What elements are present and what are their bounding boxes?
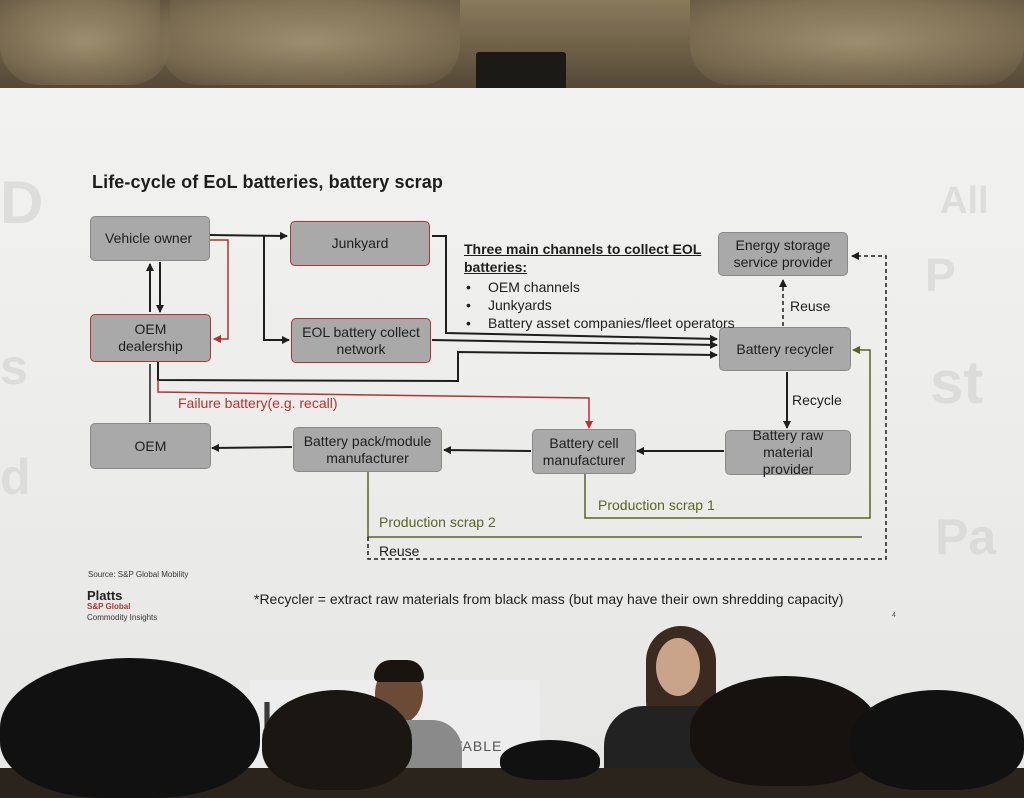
- page-number: 4: [892, 612, 896, 619]
- label-reuse-bottom: Reuse: [379, 543, 420, 559]
- channel-item: • OEM channels: [464, 278, 735, 296]
- audience-head: [500, 740, 600, 780]
- label-failure-battery: Failure battery(e.g. recall): [178, 395, 338, 411]
- ghost-text-overlay: Pa: [935, 509, 997, 565]
- edge-owner-dealership-red: [210, 239, 229, 343]
- label-production-scrap-1: Production scrap 1: [598, 497, 715, 513]
- channels-title: Three main channels to collect EOL batte…: [464, 241, 702, 275]
- node-energy-storage-provider: Energy storage service provider: [718, 232, 848, 276]
- label-production-scrap-2: Production scrap 2: [379, 514, 496, 530]
- edge-production-scrap-1: [584, 346, 871, 519]
- ceiling-ornament: [0, 0, 170, 85]
- ghost-text-overlay: st: [930, 349, 984, 416]
- edge-reuse-bottom: [367, 252, 887, 560]
- node-junkyard: Junkyard: [290, 221, 430, 266]
- platts-logo: Platts S&P Global Commodity Insights: [87, 588, 158, 623]
- edge-pack-oem: [211, 443, 293, 452]
- bullet-icon: •: [466, 297, 471, 313]
- edge-owner-junkyard: [209, 231, 288, 240]
- bullet-icon: •: [466, 279, 471, 295]
- node-oem-dealership: OEM dealership: [90, 314, 211, 362]
- ghost-text-overlay: D: [0, 169, 44, 236]
- edge-dealership-recycler: [157, 350, 718, 383]
- ghost-text-overlay: P: [925, 249, 956, 301]
- channels-note: Three main channels to collect EOL batte…: [464, 240, 735, 332]
- bullet-icon: •: [466, 315, 471, 331]
- audience-head: [262, 690, 412, 790]
- node-battery-raw-material-provider: Battery raw material provider: [725, 427, 851, 477]
- channel-item: • Junkyards: [464, 296, 735, 314]
- channel-item-label: OEM channels: [488, 279, 580, 295]
- logo-brand: Platts: [87, 588, 123, 603]
- label-recycle: Recycle: [792, 392, 842, 408]
- node-oem: OEM: [90, 423, 211, 469]
- flow-connectors: [146, 231, 887, 560]
- node-vehicle-owner: Vehicle owner: [90, 216, 210, 261]
- edge-failure-battery: [157, 380, 593, 429]
- node-battery-cell-manufacturer: Battery cell manufacturer: [532, 429, 636, 474]
- source-note: Source: S&P Global Mobility: [88, 570, 189, 579]
- channel-item: • Battery asset companies/fleet operators: [464, 314, 735, 332]
- node-battery-pack-manufacturer: Battery pack/module manufacturer: [293, 427, 442, 472]
- ghost-text-overlay: All: [940, 180, 989, 222]
- recycler-footnote: *Recycler = extract raw materials from b…: [254, 591, 844, 607]
- channels-list: • OEM channels • Junkyards • Battery asset …: [464, 278, 735, 332]
- edge-eol-network-recycler: [431, 339, 718, 349]
- node-battery-recycler: Battery recycler: [719, 327, 851, 371]
- ceiling-ornament: [690, 0, 1024, 85]
- slide-title: Life-cycle of EoL batteries, battery scr…: [92, 172, 443, 192]
- audience-head: [850, 690, 1024, 790]
- ceiling-ornament: [160, 0, 460, 85]
- ghost-text-overlay: s: [0, 339, 28, 395]
- banner-subtext: TABLE: [454, 738, 503, 754]
- node-eol-collect-network: EOL battery collect network: [291, 318, 431, 363]
- edge-cell-pack: [443, 446, 532, 455]
- channel-item-label: Battery asset companies/fleet operators: [488, 315, 735, 331]
- ghost-text-overlay: d: [0, 449, 31, 505]
- logo-company: S&P Global: [87, 602, 131, 611]
- edge-junkyard-recycler: [432, 235, 718, 343]
- channel-item-label: Junkyards: [488, 297, 552, 313]
- edge-owner-eol-network: [263, 235, 290, 344]
- label-reuse-top: Reuse: [790, 298, 831, 314]
- logo-division: Commodity Insights: [87, 613, 158, 622]
- audience-head: [0, 658, 260, 798]
